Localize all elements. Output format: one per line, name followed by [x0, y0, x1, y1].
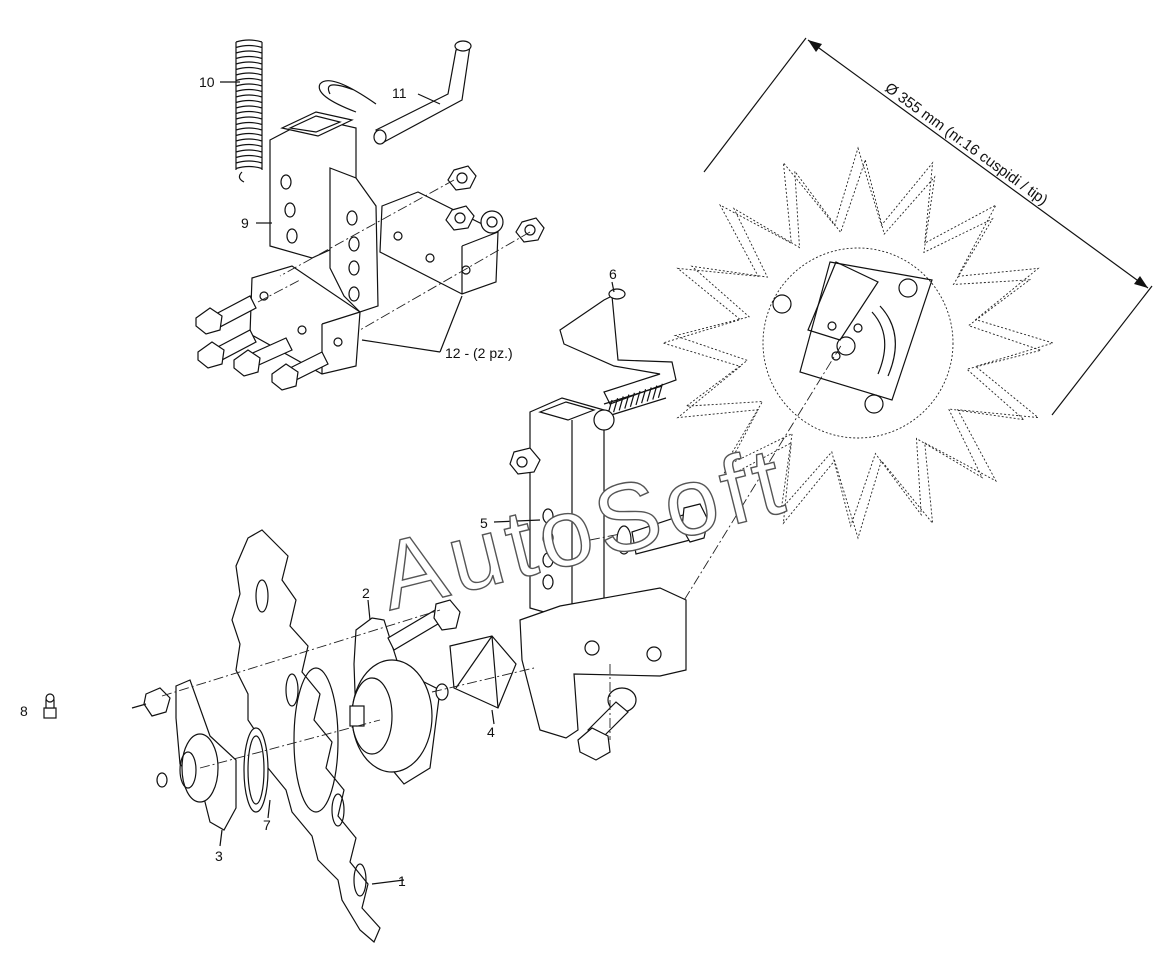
bracket-part-9 — [269, 111, 379, 313]
flange-part-3 — [131, 679, 237, 831]
callout-7: 7 — [263, 817, 271, 833]
bolt-post-right — [616, 503, 709, 555]
callout-11: 11 — [392, 85, 407, 101]
callout-8: 8 — [20, 703, 28, 719]
wedge-part-4 — [449, 635, 517, 709]
callout-12: 12 - (2 pz.) — [445, 345, 513, 361]
callout-6: 6 — [609, 266, 617, 282]
callout-4: 4 — [487, 724, 495, 740]
bolt-bracket-bottom — [577, 687, 637, 761]
dimension-line: Ø 355 mm (nr.16 cuspidi / tip) — [703, 37, 1153, 416]
callout-5: 5 — [480, 515, 488, 531]
crank-handle-part-6 — [559, 288, 677, 417]
grease-nipple-part-8 — [43, 693, 57, 719]
callout-10: 10 — [199, 74, 215, 90]
hub-part-2 — [349, 599, 461, 785]
nuts-upper — [445, 165, 545, 243]
dimension-label: Ø 355 mm (nr.16 cuspidi / tip) — [882, 79, 1051, 208]
pin-part-11 — [318, 40, 472, 145]
callout-2: 2 — [362, 585, 370, 601]
callout-3: 3 — [215, 848, 223, 864]
callout-1: 1 — [398, 873, 406, 889]
bolts-upper — [195, 295, 329, 391]
star-disc-part-1 — [231, 529, 381, 943]
callout-leaders — [219, 81, 615, 885]
post-bracket-part-5 — [509, 397, 687, 739]
spring-part-10 — [235, 39, 263, 183]
star-wheel-detail — [661, 146, 1055, 540]
callout-9: 9 — [241, 215, 249, 231]
